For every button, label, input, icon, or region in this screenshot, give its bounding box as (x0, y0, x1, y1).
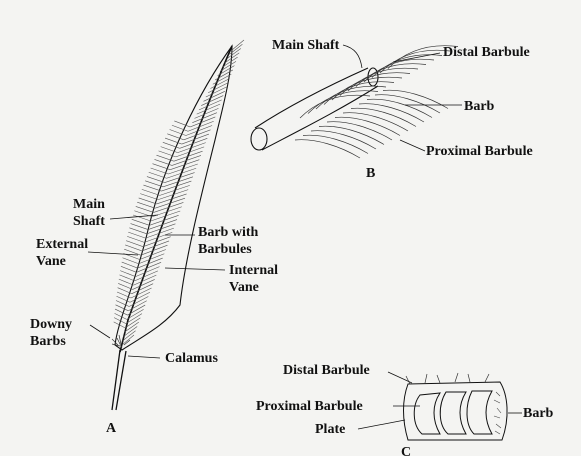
proximal-barbule-line (327, 122, 392, 140)
label-proximal-barbule-b: Proximal Barbule (426, 143, 533, 160)
vane-barb-hatch (136, 206, 154, 212)
label-external-vane: External Vane (36, 236, 88, 270)
proximal-barbule-line (343, 113, 408, 131)
label-main-shaft-b: Main Shaft (272, 37, 339, 54)
vane-barb-hatch (143, 185, 161, 191)
label-distal-barbule-c: Distal Barbule (283, 362, 370, 379)
panel-label-c: C (401, 444, 411, 456)
cross-section-leader-lines (358, 372, 522, 429)
proximal-barbule-line (383, 90, 448, 108)
vane-barb-hatch (126, 241, 143, 247)
vane-barb-hatch (151, 168, 169, 174)
distal-barbule-line (316, 86, 386, 109)
vane-barb-hatch (123, 258, 139, 264)
proximal-barbule-line (295, 140, 360, 158)
label-barb-with-barbules: Barb with Barbules (198, 224, 258, 258)
label-distal-barbule-b: Distal Barbule (443, 44, 530, 61)
proximal-barbule-line (375, 95, 440, 113)
vane-barb-hatch (120, 271, 135, 277)
vane-barb-hatch (129, 228, 146, 234)
vane-barb-hatch (128, 232, 145, 238)
label-main-shaft-a: Main Shaft (73, 196, 105, 230)
vane-barb-hatch (137, 202, 155, 208)
vane-barb-hatch (140, 194, 158, 200)
vane-barb-hatch (142, 189, 160, 195)
barbule-cell-2 (440, 392, 466, 434)
label-barb-c: Barb (523, 405, 553, 422)
proximal-barbule-line (311, 131, 376, 149)
shaft-tube-end (251, 128, 267, 150)
distal-barbule-line (300, 95, 370, 118)
vane-barb-hatch (145, 181, 163, 187)
barbule-cell-3 (467, 391, 492, 434)
panel-label-a: A (106, 420, 116, 437)
vane-barb-hatch (121, 266, 137, 272)
vane-barb-hatch (118, 288, 132, 294)
label-internal-vane: Internal Vane (229, 262, 278, 296)
vane-barb-hatch (132, 219, 150, 225)
label-calamus: Calamus (165, 350, 218, 367)
distal-barbule-line (324, 82, 394, 105)
label-barb-b: Barb (464, 98, 494, 115)
shaft-detail-drawing (251, 46, 458, 158)
distal-barbule-line (308, 91, 378, 114)
vane-barb-hatch (131, 224, 149, 230)
vane-barb-hatch (147, 177, 165, 183)
proximal-barbule-line (359, 104, 424, 122)
vane-barb-hatch (118, 283, 132, 289)
panel-label-b: B (366, 165, 375, 182)
cross-section-drawing (404, 373, 508, 440)
proximal-barbule-line (303, 135, 368, 153)
vane-barb-hatch (122, 262, 138, 268)
vane-barb-hatch (127, 236, 144, 242)
shaft-tube-top (255, 68, 368, 128)
proximal-barbule-line (367, 99, 432, 117)
proximal-barbule-line (335, 117, 400, 135)
vane-barb-hatch (120, 275, 135, 281)
barb-core-stipple (494, 392, 501, 434)
proximal-barbule-line (319, 126, 384, 144)
vane-barb-hatch (149, 172, 167, 178)
vane-barb-hatch (125, 245, 142, 251)
feather-calamus (112, 350, 126, 410)
vane-barb-hatch (119, 279, 134, 285)
label-proximal-barbule-c: Proximal Barbule (256, 398, 363, 415)
label-plate: Plate (315, 421, 345, 438)
barbule-cell-1 (414, 393, 440, 434)
vane-barb-hatch (232, 40, 244, 50)
vane-barb-hatch (139, 198, 157, 204)
label-downy-barbs: Downy Barbs (30, 316, 72, 350)
proximal-barbule-line (351, 108, 416, 126)
